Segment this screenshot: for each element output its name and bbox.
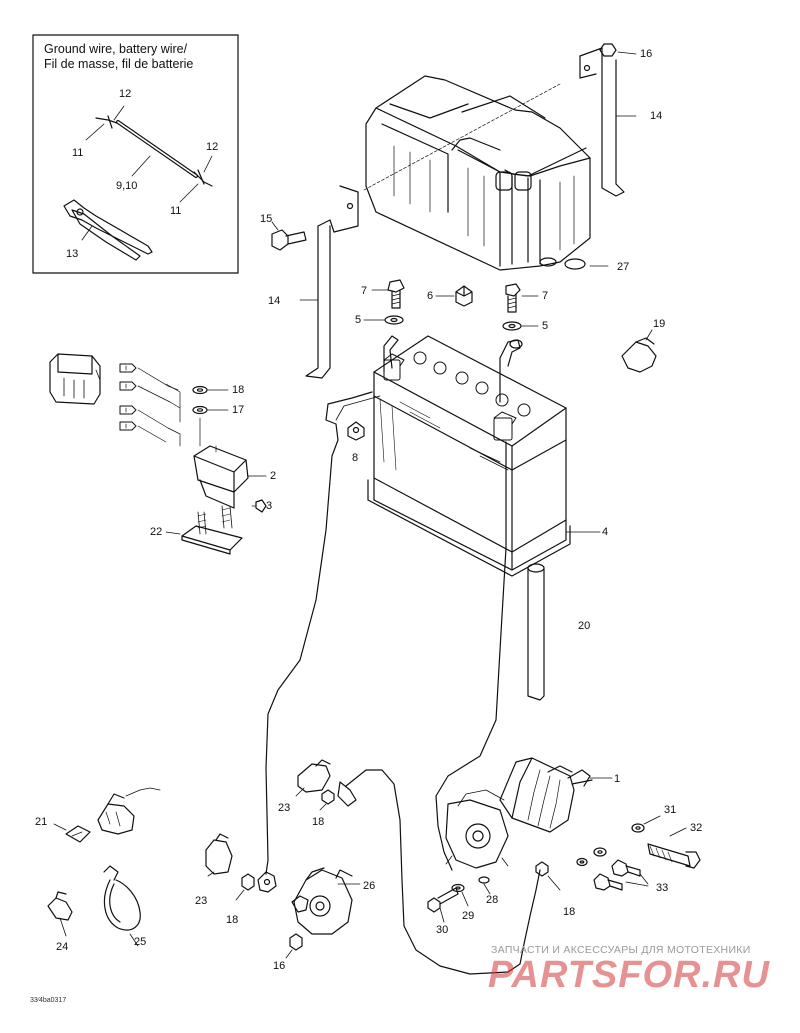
washer-18-relay [192, 385, 229, 395]
cable-lug [257, 871, 277, 893]
callout-23: 23 [195, 895, 208, 907]
callout-17: 17 [232, 404, 245, 416]
nut-18-lower [235, 873, 255, 901]
bolt-33-lower [593, 873, 649, 891]
solenoid-relay-2 [193, 445, 267, 509]
callout-6: 6 [427, 290, 434, 302]
callout-16: 16 [273, 960, 286, 972]
terminal-bolt-left [371, 279, 405, 309]
callout-22: 22 [150, 526, 163, 538]
washer-28 [478, 876, 491, 895]
bolt-33-upper [611, 859, 641, 877]
callout-9-10: 9,10 [116, 180, 138, 192]
callout-18: 18 [226, 914, 239, 926]
callout-4: 4 [602, 526, 609, 538]
terminal-cap-19 [621, 329, 657, 373]
battery-strap-left [299, 185, 359, 379]
inset-frame [32, 34, 239, 274]
callout-12: 12 [206, 141, 219, 153]
callout-25: 25 [134, 936, 147, 948]
bolt-15 [271, 221, 307, 251]
callout-5: 5 [355, 314, 362, 326]
relay-connector [49, 353, 101, 405]
washer-29 [451, 883, 469, 907]
callout-28: 28 [486, 894, 499, 906]
fuse-holder-21 [53, 787, 161, 843]
washer-right [502, 321, 539, 331]
callout-31: 31 [664, 804, 677, 816]
callout-23: 23 [278, 802, 291, 814]
terminal-cap-23-lower [205, 833, 233, 877]
callout-21: 21 [35, 816, 48, 828]
washer-31 [631, 815, 661, 833]
callout-13: 13 [66, 248, 79, 260]
battery [367, 335, 601, 577]
callout-27: 27 [617, 261, 630, 273]
callout-19: 19 [653, 318, 666, 330]
callout-15: 15 [260, 213, 273, 225]
callout-3: 3 [266, 500, 273, 512]
callout-18: 18 [563, 906, 576, 918]
callout-11: 11 [72, 147, 84, 159]
nut-16-lower [285, 933, 303, 959]
battery-cable-positive [435, 441, 507, 871]
nut-6 [435, 285, 473, 307]
callout-29: 29 [462, 910, 475, 922]
starter-motor [445, 757, 613, 869]
drawing-code: 33⁄4ba0317 [30, 997, 67, 1004]
inset-title-line1: Ground wire, battery wire/ [44, 42, 188, 56]
inset-title-line2: Fil de masse, fil de batterie [44, 57, 194, 71]
terminal-cap-23-upper [295, 759, 331, 797]
bolt-30 [427, 887, 459, 923]
starter-cable [337, 769, 541, 975]
screw-3 [251, 499, 267, 513]
callout-24: 24 [56, 941, 69, 953]
callout-18: 18 [312, 816, 325, 828]
ground-wire-cable [85, 105, 213, 203]
callout-2: 2 [270, 470, 277, 482]
washer-left [363, 315, 404, 325]
watermark-logo[interactable]: PARTSFOR.RU [488, 954, 770, 996]
callout-14: 14 [650, 110, 663, 122]
callout-5: 5 [542, 320, 549, 332]
callout-26: 26 [363, 880, 376, 892]
callout-7: 7 [361, 285, 368, 297]
callout-18: 18 [232, 384, 245, 396]
wire-clip-24 [47, 891, 73, 937]
watermark-tagline: ЗАПЧАСТИ И АКСЕССУАРЫ ДЛЯ МОТОТЕХНИКИ [491, 944, 751, 956]
battery-cable-leads [383, 335, 523, 403]
inset-title: Ground wire, battery wire/ Fil de masse,… [44, 42, 193, 72]
nut-18-starter [535, 861, 561, 891]
battery-cable-negative [265, 391, 381, 875]
callout-7: 7 [542, 290, 549, 302]
starter-solenoid-26 [291, 867, 361, 935]
callout-11: 11 [170, 205, 182, 217]
nut-8 [347, 421, 365, 441]
crimp-tool-pliers [63, 199, 153, 261]
washer-17-relay [192, 405, 229, 447]
callout-33: 33 [656, 882, 669, 894]
callout-8: 8 [352, 452, 359, 464]
battery-strap-right [579, 43, 637, 197]
callout-12: 12 [119, 88, 132, 100]
bolt-32 [647, 827, 701, 869]
callout-14: 14 [268, 295, 281, 307]
washer-31b [593, 847, 607, 857]
nut-18-upper [319, 789, 335, 811]
callout-20: 20 [578, 620, 591, 632]
cable-tie-25 [103, 865, 141, 947]
battery-box [363, 75, 609, 271]
washer-31c [576, 857, 588, 867]
terminal-bolt-right [505, 283, 539, 313]
callout-16: 16 [640, 48, 653, 60]
mounting-plate-22 [165, 505, 243, 555]
callout-32: 32 [690, 822, 703, 834]
tube-20 [527, 563, 545, 701]
relay-terminals [119, 363, 181, 447]
callout-30: 30 [436, 924, 449, 936]
callout-1: 1 [614, 773, 621, 785]
